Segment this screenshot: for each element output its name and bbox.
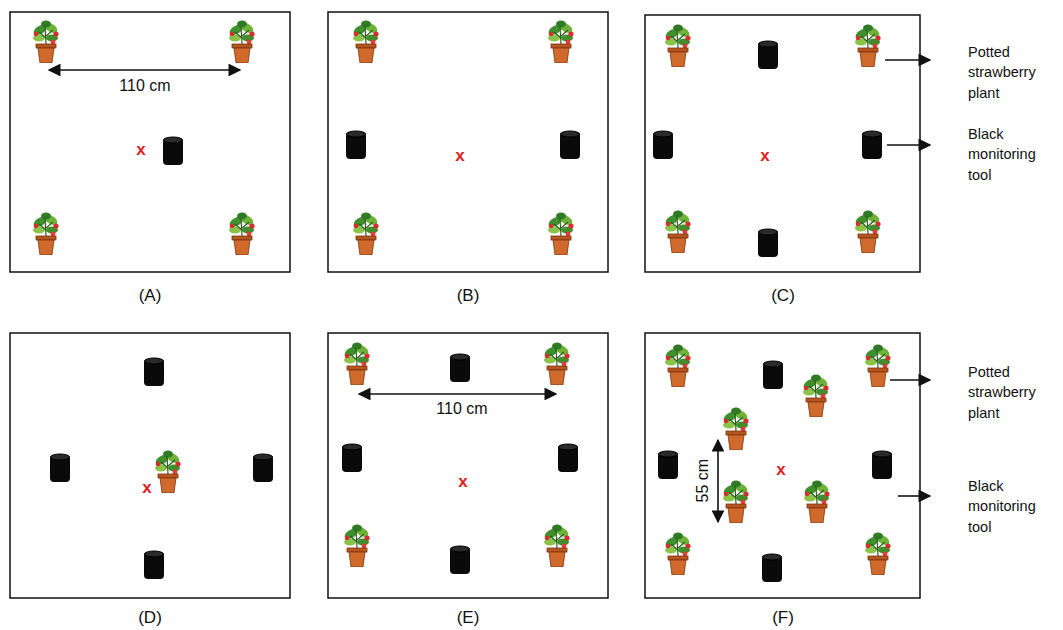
- legend-note: Potted strawberry plant: [968, 42, 1054, 103]
- legend-note: Black monitoring tool: [968, 476, 1054, 537]
- centre-mark: x: [142, 478, 151, 498]
- panel-label: (D): [138, 608, 162, 628]
- panel-label: (F): [772, 608, 794, 628]
- centre-mark: x: [760, 146, 769, 166]
- panel-label: (E): [457, 608, 480, 628]
- panel-label: (C): [771, 286, 795, 306]
- legend-note: Black monitoring tool: [968, 124, 1054, 185]
- centre-mark: x: [136, 140, 145, 160]
- centre-mark: x: [776, 460, 785, 480]
- dimension-label: 55 cm: [693, 459, 712, 503]
- dimension-label: 110 cm: [436, 399, 487, 418]
- panel-label: (B): [457, 286, 480, 306]
- centre-mark: x: [458, 472, 467, 492]
- dimension-label: 110 cm: [119, 76, 170, 95]
- legend-note: Potted strawberry plant: [968, 362, 1054, 423]
- panel-label: (A): [139, 286, 162, 306]
- centre-mark: x: [455, 146, 464, 166]
